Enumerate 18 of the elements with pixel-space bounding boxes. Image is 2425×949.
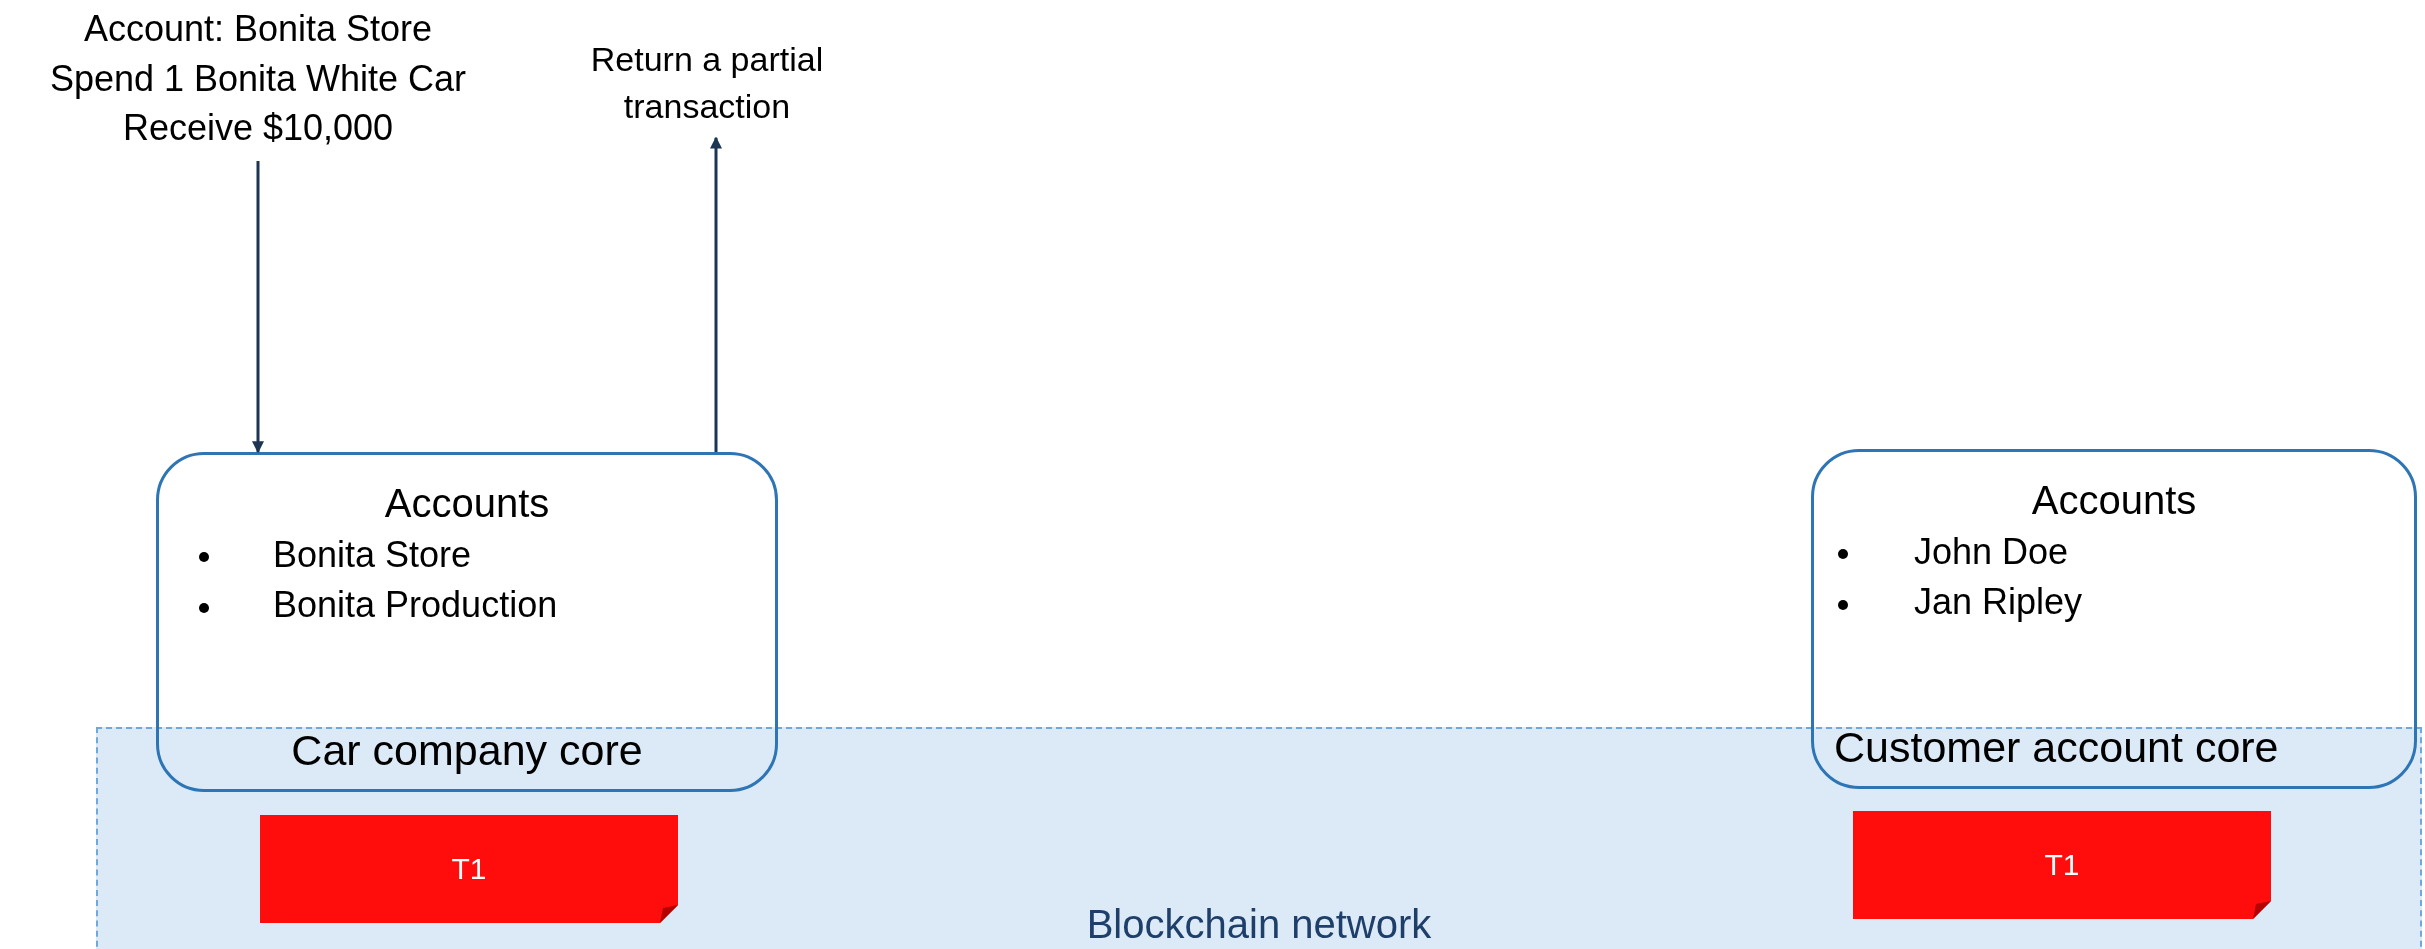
list-item: Jan Ripley bbox=[1914, 580, 2083, 625]
box-title: Accounts bbox=[2030, 478, 2198, 523]
band-label: Blockchain network bbox=[1085, 902, 1433, 947]
network-band bbox=[96, 727, 2422, 949]
annotation-text: Account: Bonita Store Spend 1 Bonita White Car Receive $10,000 bbox=[48, 7, 468, 151]
box-title: Accounts bbox=[383, 481, 551, 526]
card-label: T1 bbox=[2043, 848, 2081, 882]
list-item: Bonita Store bbox=[273, 533, 472, 577]
box-caption: Customer account core bbox=[1834, 723, 2280, 772]
list-item: John Doe bbox=[1914, 530, 2069, 574]
rounded-box bbox=[156, 452, 778, 792]
box-caption: Car company core bbox=[290, 726, 644, 775]
card-label: T1 bbox=[450, 852, 488, 886]
rounded-box bbox=[1811, 449, 2417, 789]
arrow bbox=[710, 136, 722, 452]
annotation-text: Return a partial transaction bbox=[589, 39, 825, 127]
list-item: Bonita Production bbox=[273, 583, 558, 628]
arrow bbox=[252, 161, 264, 454]
